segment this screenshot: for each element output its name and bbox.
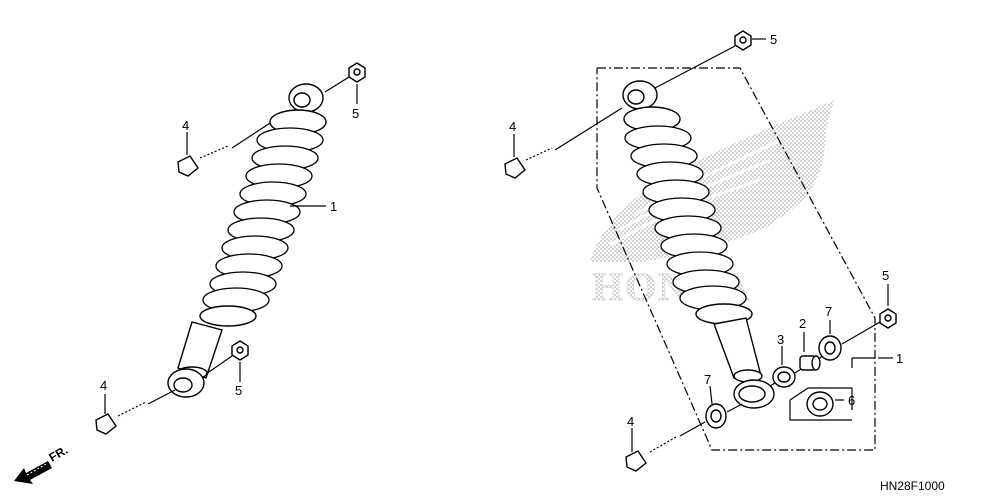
right-callout-washer-right: 7 (825, 304, 832, 319)
left-callout-nut-top: 5 (352, 106, 359, 121)
right-callout-nut-right: 5 (882, 268, 889, 283)
right-bearing-kit (806, 391, 834, 417)
left-nut-top (348, 62, 366, 83)
right-nut-top (734, 30, 752, 51)
right-callout-washer-left: 7 (704, 372, 711, 387)
right-washer-right (818, 335, 842, 361)
right-callout-bearing-left: 3 (777, 332, 784, 347)
right-callout-bolt-top: 4 (509, 119, 516, 134)
left-callout-bolt-top: 4 (182, 118, 189, 133)
arrow-down-left-icon (14, 461, 52, 484)
right-nut-right (879, 308, 897, 329)
diagram-code: HN28F1000 (880, 479, 945, 493)
right-shock-assembly: 5 4 5 7 2 3 1 6 7 4 (504, 30, 903, 472)
right-upper-bolt (504, 147, 556, 179)
right-callout-bearing-kit: 6 (848, 393, 855, 408)
right-callout-collar: 2 (799, 316, 806, 331)
front-label: FR. (47, 443, 71, 465)
right-collar (799, 355, 821, 371)
left-spring (202, 127, 324, 313)
right-callout-nut-top: 5 (770, 32, 777, 47)
right-washer-left (705, 403, 727, 429)
left-upper-bolt (177, 145, 233, 177)
left-callout-nut-bottom: 5 (235, 383, 242, 398)
left-shock-assembly: 4 5 1 4 5 (95, 62, 366, 435)
right-bearing-left (772, 366, 796, 388)
left-callout-shock: 1 (330, 199, 337, 214)
front-direction-indicator: FR. (14, 443, 70, 484)
right-spring (624, 125, 747, 311)
right-callout-bolt-bottom: 4 (627, 414, 634, 429)
left-callout-bolt-bottom: 4 (100, 378, 107, 393)
right-lower-bolt (625, 436, 681, 472)
left-lower-bolt (95, 401, 149, 435)
left-nut-bottom (231, 340, 249, 361)
right-callout-assembly: 1 (896, 351, 903, 366)
